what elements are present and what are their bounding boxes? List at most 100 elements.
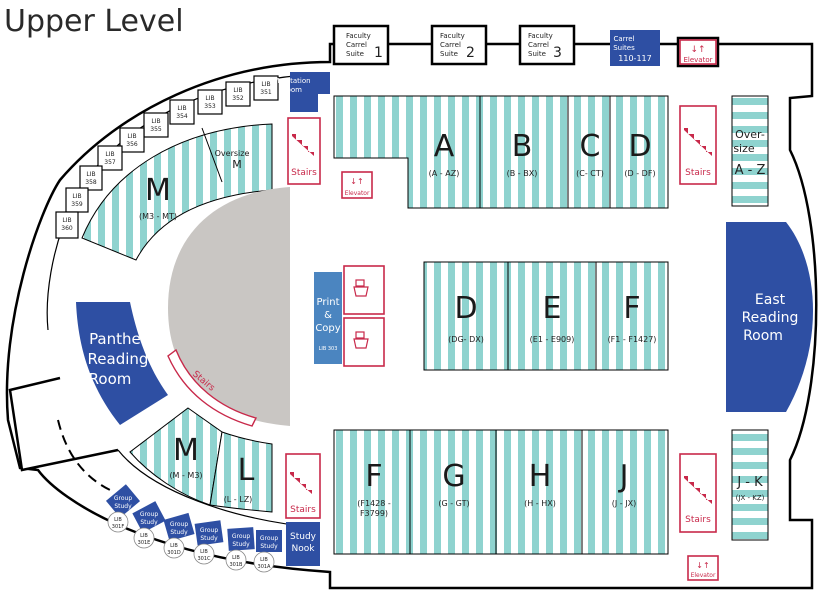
m-lower-range: (M - M3) xyxy=(169,471,202,480)
faculty-carrel-suite-2[interactable]: Faculty Carrel Suite 2 xyxy=(430,24,488,66)
j-k-stacks[interactable]: J - K (JX - KZ) xyxy=(731,429,769,541)
stack-letter: H xyxy=(529,459,552,494)
meditation-l1: Meditation xyxy=(273,77,310,85)
f3-l2: Carrel xyxy=(528,41,549,49)
f1-num: 1 xyxy=(374,45,383,61)
study-nook-l1: Study xyxy=(290,532,317,542)
l-letter: L xyxy=(238,453,255,488)
elevator-bottom-arrow-icon: ↓↑ xyxy=(696,561,709,570)
stack-range: (B - BX) xyxy=(507,169,538,178)
stairs-bottom-left[interactable]: Stairs xyxy=(285,453,321,519)
carrel-suites-110-117[interactable]: Carrel Suites 110-117 xyxy=(610,30,660,66)
panther-l1: Panther xyxy=(89,330,148,348)
elevator-left-label: Elevator xyxy=(345,190,370,197)
m-upper-range: (M3 - MT) xyxy=(139,212,177,221)
elevator-top[interactable]: ↓↑ Elevator xyxy=(676,36,720,68)
stack-letter: A xyxy=(434,129,455,164)
m-upper-letter: M xyxy=(145,173,171,208)
elevator-bottom[interactable]: ↓↑ Elevator xyxy=(687,555,719,581)
group-study-num: 301C xyxy=(197,556,211,562)
study-nook[interactable]: Study Nook xyxy=(286,522,320,566)
lib-office-number: 356 xyxy=(126,141,138,148)
cs-l3: 110-117 xyxy=(618,54,651,63)
study-nook-l2: Nook xyxy=(292,544,316,554)
elevator-left[interactable]: ↓↑ Elevator xyxy=(341,171,373,199)
f3-num: 3 xyxy=(553,45,562,61)
stairs-bottom-right[interactable]: Stairs xyxy=(679,453,717,533)
central-floor xyxy=(168,187,290,426)
lib-office-label: LIB xyxy=(261,81,270,88)
f1-l1: Faculty xyxy=(346,32,371,40)
f3-l3: Suite xyxy=(528,50,546,58)
meditation-room[interactable]: Meditation Room xyxy=(273,72,330,112)
restroom-upper[interactable] xyxy=(343,265,385,315)
jk-letter: J - K xyxy=(736,475,763,490)
stairs-br-label: Stairs xyxy=(685,515,711,525)
cs-l1: Carrel xyxy=(614,35,635,43)
oversize-az-l2: size xyxy=(733,142,755,155)
print-copy-room[interactable]: Print & Copy LIB 303 xyxy=(314,272,342,364)
toilet-icon xyxy=(353,331,369,349)
stack-range: (A - AZ) xyxy=(429,169,460,178)
panther-reading-room[interactable]: Panther Reading Room xyxy=(76,302,168,425)
stairs-top-right[interactable]: Stairs xyxy=(679,105,717,185)
bottom-stacks xyxy=(333,429,669,555)
group-study-l1: Group xyxy=(200,527,218,534)
f3-l1: Faculty xyxy=(528,32,553,40)
print-l2: & xyxy=(324,310,332,321)
oversize-az-l1: Over- xyxy=(735,128,765,141)
print-l4: LIB 303 xyxy=(319,346,338,352)
group-study-l2: Study xyxy=(170,529,188,536)
cs-l2: Suites xyxy=(613,44,635,52)
meditation-l2: Room xyxy=(282,86,302,94)
stairs-top-left[interactable]: Stairs xyxy=(287,117,321,185)
f1-l3: Suite xyxy=(346,50,364,58)
group-study-l2: Study xyxy=(200,535,218,542)
group-study-lib: LIB xyxy=(170,543,178,549)
l-stacks[interactable]: L (L - LZ) xyxy=(209,431,273,513)
f2-num: 2 xyxy=(466,45,475,61)
group-study-l2: Study xyxy=(140,519,158,526)
stack-range: (H - HX) xyxy=(524,499,556,508)
stairs-tr-label: Stairs xyxy=(685,168,711,178)
stairs-bl-label: Stairs xyxy=(290,505,316,515)
stack-range: (J - JX) xyxy=(612,499,636,508)
lib-office-label: LIB xyxy=(72,193,81,200)
f1-l2: Carrel xyxy=(346,41,367,49)
east-l3: Room xyxy=(743,328,783,344)
elevator-bottom-label: Elevator xyxy=(691,572,716,579)
faculty-carrel-suite-1[interactable]: Faculty Carrel Suite 1 xyxy=(332,24,390,66)
stack-range: (DG- DX) xyxy=(448,335,484,344)
stack-letter: D xyxy=(628,129,651,164)
group-study-l1: Group xyxy=(260,535,278,542)
m-upper-stacks[interactable]: Oversize M M (M3 - MT) xyxy=(81,123,273,261)
print-l1: Print xyxy=(316,297,339,308)
stack-letter: D xyxy=(454,291,477,326)
elevator-top-label: Elevator xyxy=(683,56,712,64)
group-study-num: 301E xyxy=(138,540,151,546)
top-stacks xyxy=(333,95,669,209)
oversize-a-z[interactable]: Over- size A - Z xyxy=(731,95,769,207)
f2-l1: Faculty xyxy=(440,32,465,40)
faculty-carrel-suite-3[interactable]: Faculty Carrel Suite 3 xyxy=(518,24,576,66)
restroom-lower[interactable] xyxy=(343,317,385,367)
east-reading-room[interactable]: East Reading Room xyxy=(726,222,814,412)
lib-office-label: LIB xyxy=(86,171,95,178)
group-study-num: 301D xyxy=(167,550,181,556)
stack-letter: E xyxy=(543,291,562,326)
